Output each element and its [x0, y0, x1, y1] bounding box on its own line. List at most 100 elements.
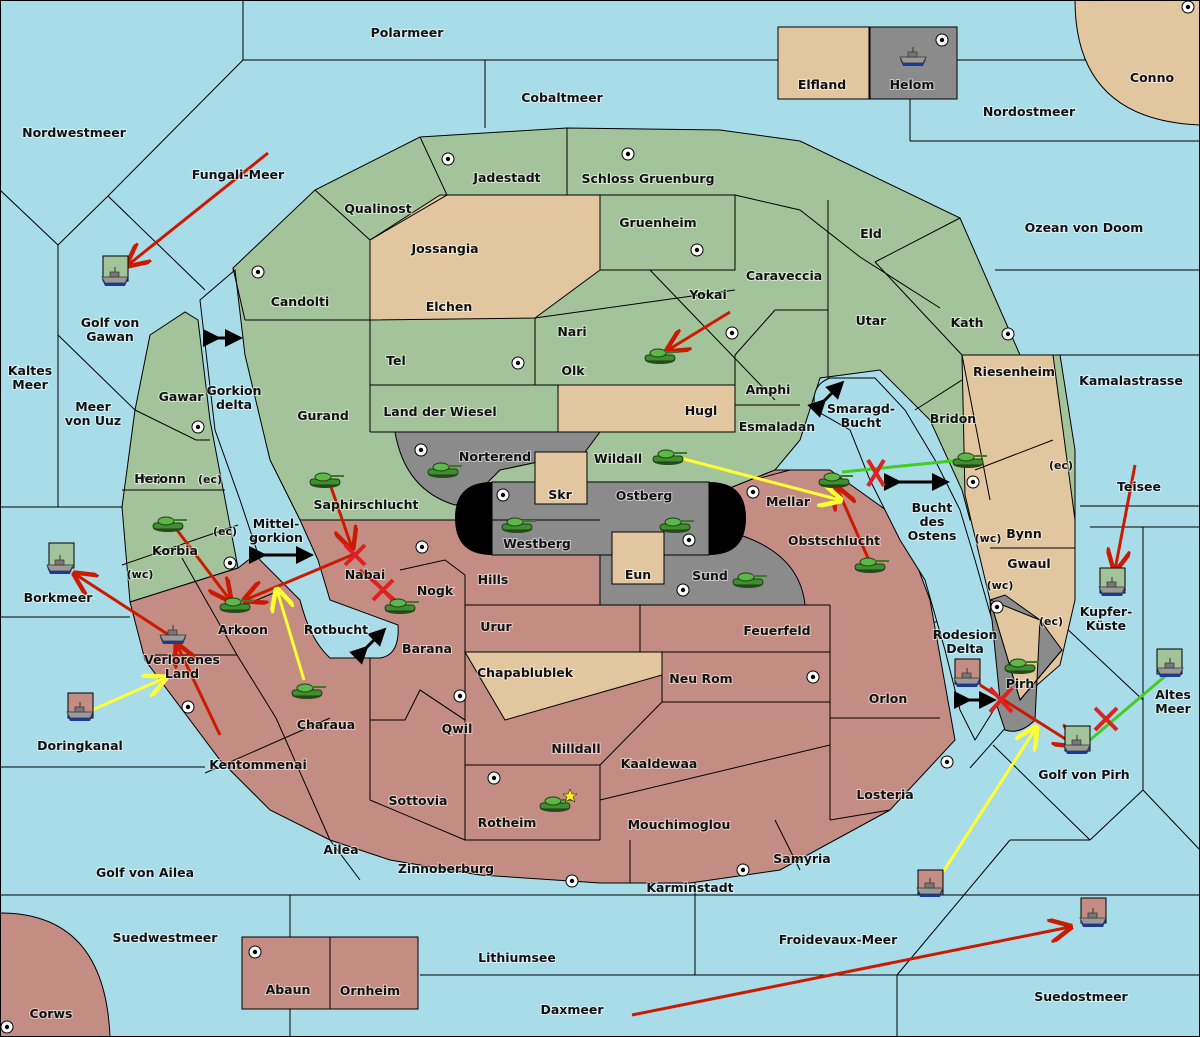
label-gawar: Gawar [159, 389, 205, 404]
label-riesenheim: Riesenheim [973, 364, 1055, 379]
label-neu-rom: Neu Rom [669, 671, 732, 686]
region-riesenheim-bynn-gwaul[interactable] [961, 354, 1076, 701]
label-smaragd-2: Bucht [841, 415, 882, 430]
region-corws[interactable] [0, 912, 111, 1037]
supply-center-gruenheim [690, 243, 704, 257]
center-west-cap [455, 482, 492, 555]
label-golf-ailea: Golf von Ailea [96, 865, 194, 880]
label-korbia: Korbia [152, 543, 198, 558]
center-east-cap [709, 482, 746, 555]
bounce-x-icon [988, 686, 1014, 714]
region-hugl[interactable] [557, 384, 736, 433]
supply-center-mellar [746, 485, 760, 499]
order-arrow-red [668, 310, 731, 350]
label-rodesion: Rodesion [933, 627, 998, 642]
label-kaaldewaa: Kaaldewaa [621, 756, 698, 771]
star-icon [562, 788, 578, 803]
label-sund: Sund [692, 568, 728, 583]
supply-center-ostberg [682, 533, 696, 547]
label-ozean-doom: Ozean von Doom [1025, 220, 1144, 235]
supply-center-kentommenai [181, 700, 195, 714]
supply-center-jadestadt [441, 152, 455, 166]
bounce-x-icon [1093, 706, 1119, 732]
double-arrow-icon [807, 380, 845, 418]
label-fungali: Fungali-Meer [192, 167, 285, 182]
label-smaragd: Smaragd- [827, 401, 895, 416]
label-tel: Tel [386, 353, 406, 368]
label-nilldall: Nilldall [551, 741, 600, 756]
label-skr: Skr [548, 487, 572, 502]
label-froidevaux: Froidevaux-Meer [779, 932, 898, 947]
label-cobaltmeer: Cobaltmeer [521, 90, 603, 105]
region-ornheim[interactable] [329, 936, 419, 1010]
label-nogk: Nogk [417, 583, 454, 598]
supply-center-yokai [725, 326, 739, 340]
label-suedwestmeer: Suedwestmeer [113, 930, 219, 945]
label-losteria: Losteria [856, 787, 913, 802]
order-arrow-support [277, 590, 306, 681]
supply-center-abaun [248, 945, 262, 959]
label-daxmeer: Daxmeer [540, 1002, 604, 1017]
supply-center-helom [935, 33, 949, 47]
label-borkmeer: Borkmeer [24, 590, 94, 605]
label-helom: Helom [890, 77, 935, 92]
order-arrow-red [631, 927, 1070, 1017]
label-coast: (wc) [135, 472, 162, 485]
label-abaun: Abaun [266, 982, 311, 997]
label-conno: Conno [1130, 70, 1175, 85]
label-golf-gawan-2: Gawan [86, 329, 134, 344]
label-qwil: Qwil [442, 721, 473, 736]
label-coast: (ec) [1039, 615, 1063, 628]
label-mittelgorkion: Mittel- [253, 516, 300, 531]
supply-center-losteria [940, 755, 954, 769]
bounce-x-icon [866, 458, 886, 488]
supply-center-bridon [966, 475, 980, 489]
label-altes-meer: Altes [1155, 687, 1191, 702]
supply-center-zinnoberburg [565, 874, 579, 888]
label-verlorenes: Verlorenes [144, 652, 220, 667]
label-kaltes-2: Meer [12, 377, 48, 392]
label-ornheim: Ornheim [340, 983, 400, 998]
supply-center-sund [676, 583, 690, 597]
order-arrow-red [328, 483, 352, 548]
order-arrow-red [128, 151, 269, 265]
order-arrow-red [75, 574, 173, 639]
label-eld: Eld [860, 226, 882, 241]
label-corws: Corws [30, 1006, 73, 1021]
label-urur: Urur [480, 619, 512, 634]
label-zinnoberburg: Zinnoberburg [398, 861, 494, 876]
label-eun: Eun [625, 567, 651, 582]
label-rodesion-2: Delta [946, 641, 984, 656]
supply-center-nabai [415, 540, 429, 554]
order-arrow-support [91, 678, 165, 712]
label-yokai: Yokai [688, 287, 727, 302]
region-conno[interactable] [1074, 0, 1200, 126]
label-kupfer: Kupfer- [1080, 604, 1133, 619]
supply-center-neurom [806, 670, 820, 684]
region-elfland[interactable] [777, 26, 870, 100]
label-mittelgorkion-2: gorkion [249, 530, 303, 545]
label-rotheim: Rotheim [478, 815, 537, 830]
label-gorkion: Gorkion [206, 383, 261, 398]
label-bucht-ostens: Bucht [912, 500, 953, 515]
region-eun[interactable] [611, 531, 665, 585]
label-candolti: Candolti [271, 294, 330, 309]
label-teisee: Teisee [1117, 479, 1161, 494]
bounce-marks [343, 458, 1119, 732]
label-nordostmeer: Nordostmeer [983, 104, 1076, 119]
supply-center-qwil [453, 689, 467, 703]
label-kaltes: Kaltes [8, 363, 52, 378]
region-norterend[interactable] [394, 431, 601, 506]
label-hills: Hills [478, 572, 509, 587]
label-wildall: Wildall [594, 451, 642, 466]
label-lithiumsee: Lithiumsee [478, 950, 556, 965]
order-arrow-red [177, 645, 222, 736]
region-west-arm [121, 311, 239, 603]
label-nordwestmeer: Nordwestmeer [22, 125, 127, 140]
order-arrow-red [175, 529, 230, 600]
supply-center-pirh [990, 600, 1004, 614]
label-mellar: Mellar [766, 494, 811, 509]
label-jadestadt: Jadestadt [472, 170, 540, 185]
region-skr[interactable] [534, 451, 588, 505]
label-kamalastrasse: Kamalastrasse [1079, 373, 1183, 388]
